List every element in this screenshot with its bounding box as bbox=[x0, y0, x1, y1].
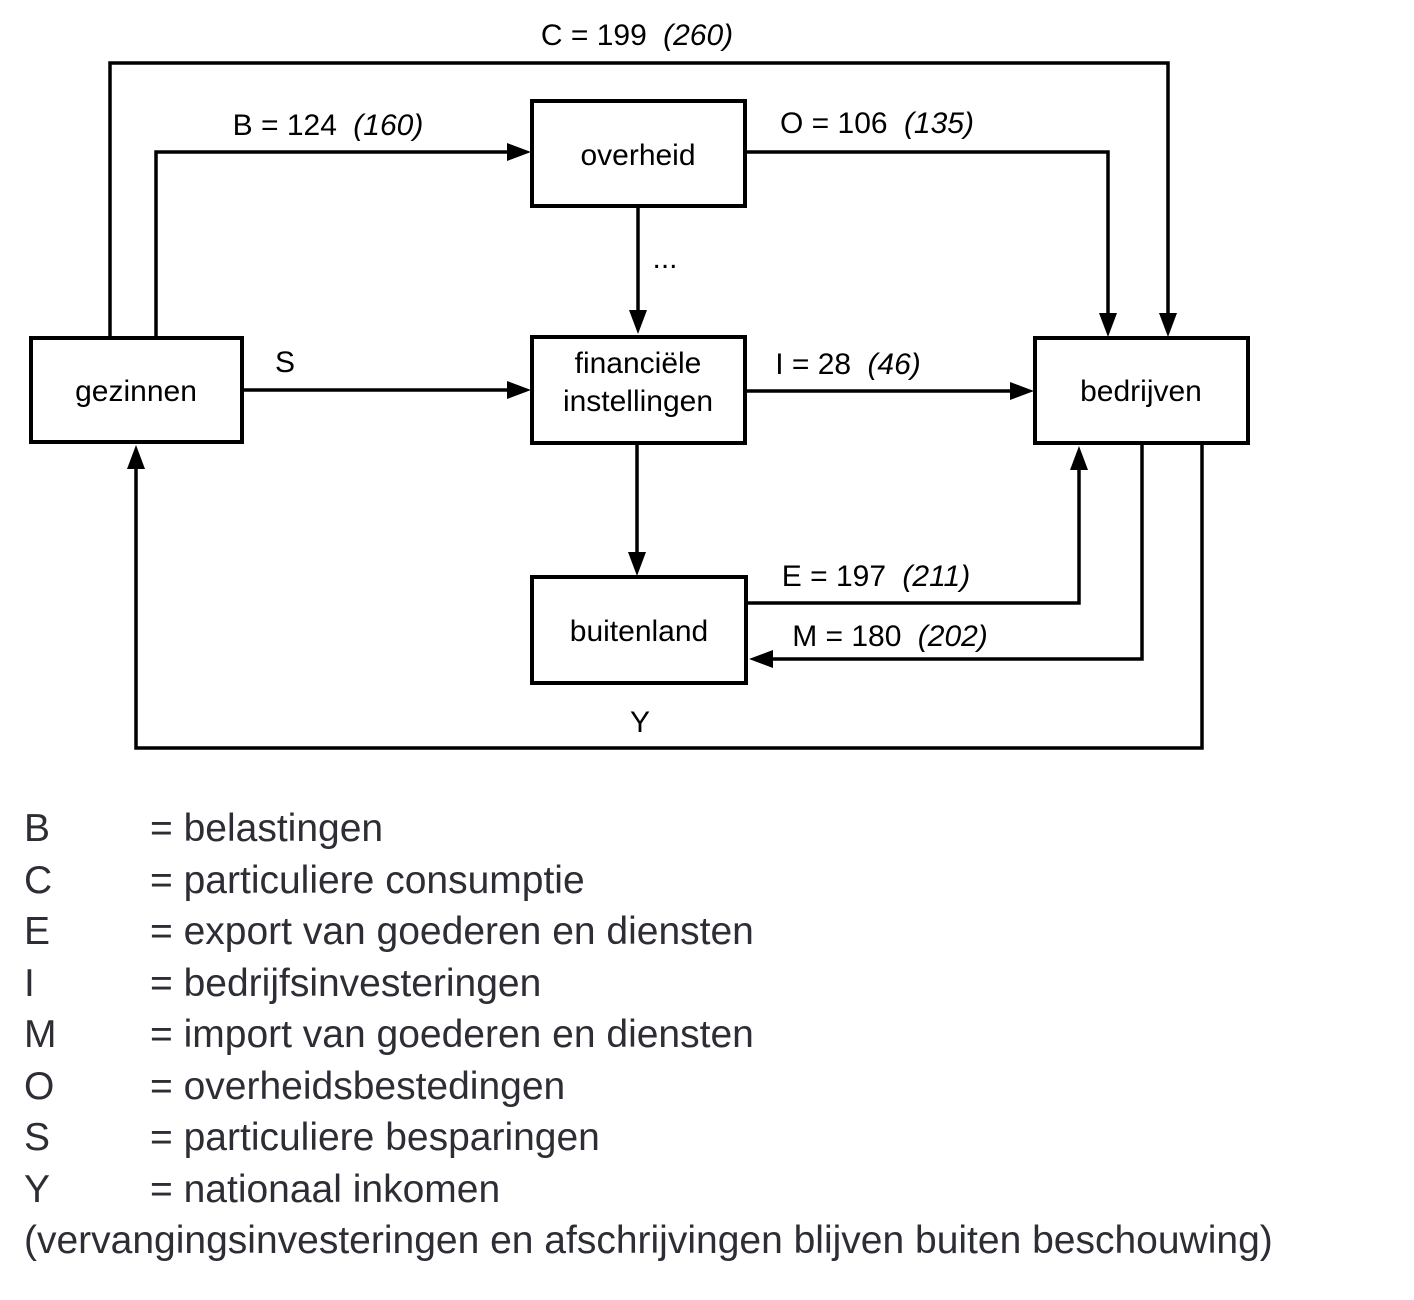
legend-row-i: I = bedrijfsinvesteringen bbox=[24, 958, 1273, 1010]
node-buitenland bbox=[530, 575, 748, 685]
flow-fin-to-buitenland-arrowhead bbox=[628, 552, 646, 576]
flow-m-label-paren: (202) bbox=[918, 620, 988, 653]
flow-s-arrowhead bbox=[507, 381, 531, 399]
flow-o-arrow bbox=[745, 150, 1110, 314]
flow-y-label: Y bbox=[630, 706, 650, 739]
legend-symbol: Y bbox=[24, 1167, 51, 1211]
legend-row-s: S = particuliere besparingen bbox=[24, 1112, 1273, 1164]
node-bedrijven-label: bedrijven bbox=[1080, 375, 1202, 408]
flow-e-arrowhead bbox=[1070, 446, 1088, 470]
node-financiele-instellingen bbox=[530, 335, 747, 445]
legend-row-e: E = export van goederen en diensten bbox=[24, 906, 1273, 958]
flow-dots-label: ... bbox=[652, 242, 677, 275]
flow-b-arrow bbox=[154, 150, 509, 338]
flow-b-label-paren: (160) bbox=[353, 109, 423, 142]
legend-definition: = export van goederen en diensten bbox=[150, 910, 754, 953]
flow-i-label: I = 28 (46) bbox=[775, 348, 921, 381]
flow-e-label-main: E = 197 bbox=[782, 560, 886, 593]
legend-row-y: Y = nationaal inkomen bbox=[24, 1164, 1273, 1216]
legend-symbol: E bbox=[24, 910, 51, 953]
legend-symbol: I bbox=[24, 961, 35, 1005]
flow-b-arrowhead bbox=[507, 143, 531, 161]
flow-o-label-main: O = 106 bbox=[780, 107, 888, 140]
flow-o-arrowhead bbox=[1099, 313, 1117, 337]
node-bedrijven bbox=[1033, 336, 1250, 445]
circular-flow-diagram: gezinnen overheid financiële instellinge… bbox=[29, 19, 1250, 750]
flow-m-arrowhead bbox=[749, 650, 773, 668]
node-gezinnen bbox=[29, 336, 244, 444]
flow-i-arrowhead bbox=[1010, 382, 1034, 400]
flow-y-arrow bbox=[134, 443, 1204, 750]
flow-c-label-paren: (260) bbox=[663, 19, 733, 52]
node-overheid-label: overheid bbox=[580, 139, 695, 172]
legend-definition: = overheidsbestedingen bbox=[150, 1064, 566, 1108]
legend-symbol: B bbox=[24, 807, 51, 850]
node-gezinnen-label: gezinnen bbox=[75, 375, 197, 408]
flow-e-label: E = 197 (211) bbox=[782, 560, 970, 593]
flow-m-label-main: M = 180 bbox=[792, 620, 901, 653]
flow-dots-arrowhead bbox=[629, 310, 647, 334]
legend-symbol: O bbox=[24, 1064, 55, 1108]
flow-m-arrow bbox=[771, 443, 1144, 661]
legend-definition: = particuliere consumptie bbox=[150, 858, 585, 902]
flow-i-label-paren: (46) bbox=[867, 348, 920, 381]
node-overheid bbox=[530, 99, 747, 208]
flow-o-label: O = 106 (135) bbox=[780, 107, 974, 140]
legend-symbol: S bbox=[24, 1116, 51, 1159]
legend: B = belastingen C = particuliere consumpti… bbox=[24, 803, 1273, 1267]
flow-c-label-main: C = 199 bbox=[541, 19, 647, 52]
legend-definition: = particuliere besparingen bbox=[150, 1116, 600, 1159]
legend-row-c: C = particuliere consumptie bbox=[24, 855, 1273, 907]
flow-c-arrowhead bbox=[1159, 313, 1177, 337]
flow-b-label: B = 124 (160) bbox=[233, 109, 424, 142]
flow-b-label-main: B = 124 bbox=[233, 109, 337, 142]
legend-row-o: O = overheidsbestedingen bbox=[24, 1061, 1273, 1113]
flow-c-label: C = 199 (260) bbox=[541, 19, 733, 52]
flow-c-arrow bbox=[108, 61, 1170, 338]
flow-e-label-paren: (211) bbox=[902, 560, 970, 593]
node-financiele-instellingen-label-line1: financiële bbox=[575, 347, 702, 380]
legend-row-m: M = import van goederen en diensten bbox=[24, 1009, 1273, 1061]
legend-row-b: B = belastingen bbox=[24, 803, 1273, 855]
legend-definition: = import van goederen en diensten bbox=[150, 1013, 754, 1056]
legend-footnote: (vervangingsinvesteringen en afschrijvin… bbox=[24, 1219, 1273, 1262]
flow-s-label: S bbox=[275, 346, 295, 379]
flow-i-label-main: I = 28 bbox=[775, 348, 851, 381]
node-buitenland-label: buitenland bbox=[570, 615, 708, 648]
flow-m-label: M = 180 (202) bbox=[792, 620, 988, 653]
legend-symbol: M bbox=[24, 1013, 57, 1056]
legend-definition: = nationaal inkomen bbox=[150, 1167, 501, 1211]
legend-definition: = belastingen bbox=[150, 807, 384, 850]
node-financiele-instellingen-label-line2: instellingen bbox=[563, 385, 713, 418]
flow-y-arrowhead bbox=[127, 445, 145, 469]
flow-e-arrow bbox=[746, 470, 1081, 605]
legend-definition: = bedrijfsinvesteringen bbox=[150, 961, 542, 1005]
legend-symbol: C bbox=[24, 858, 53, 902]
flow-o-label-paren: (135) bbox=[904, 107, 974, 140]
